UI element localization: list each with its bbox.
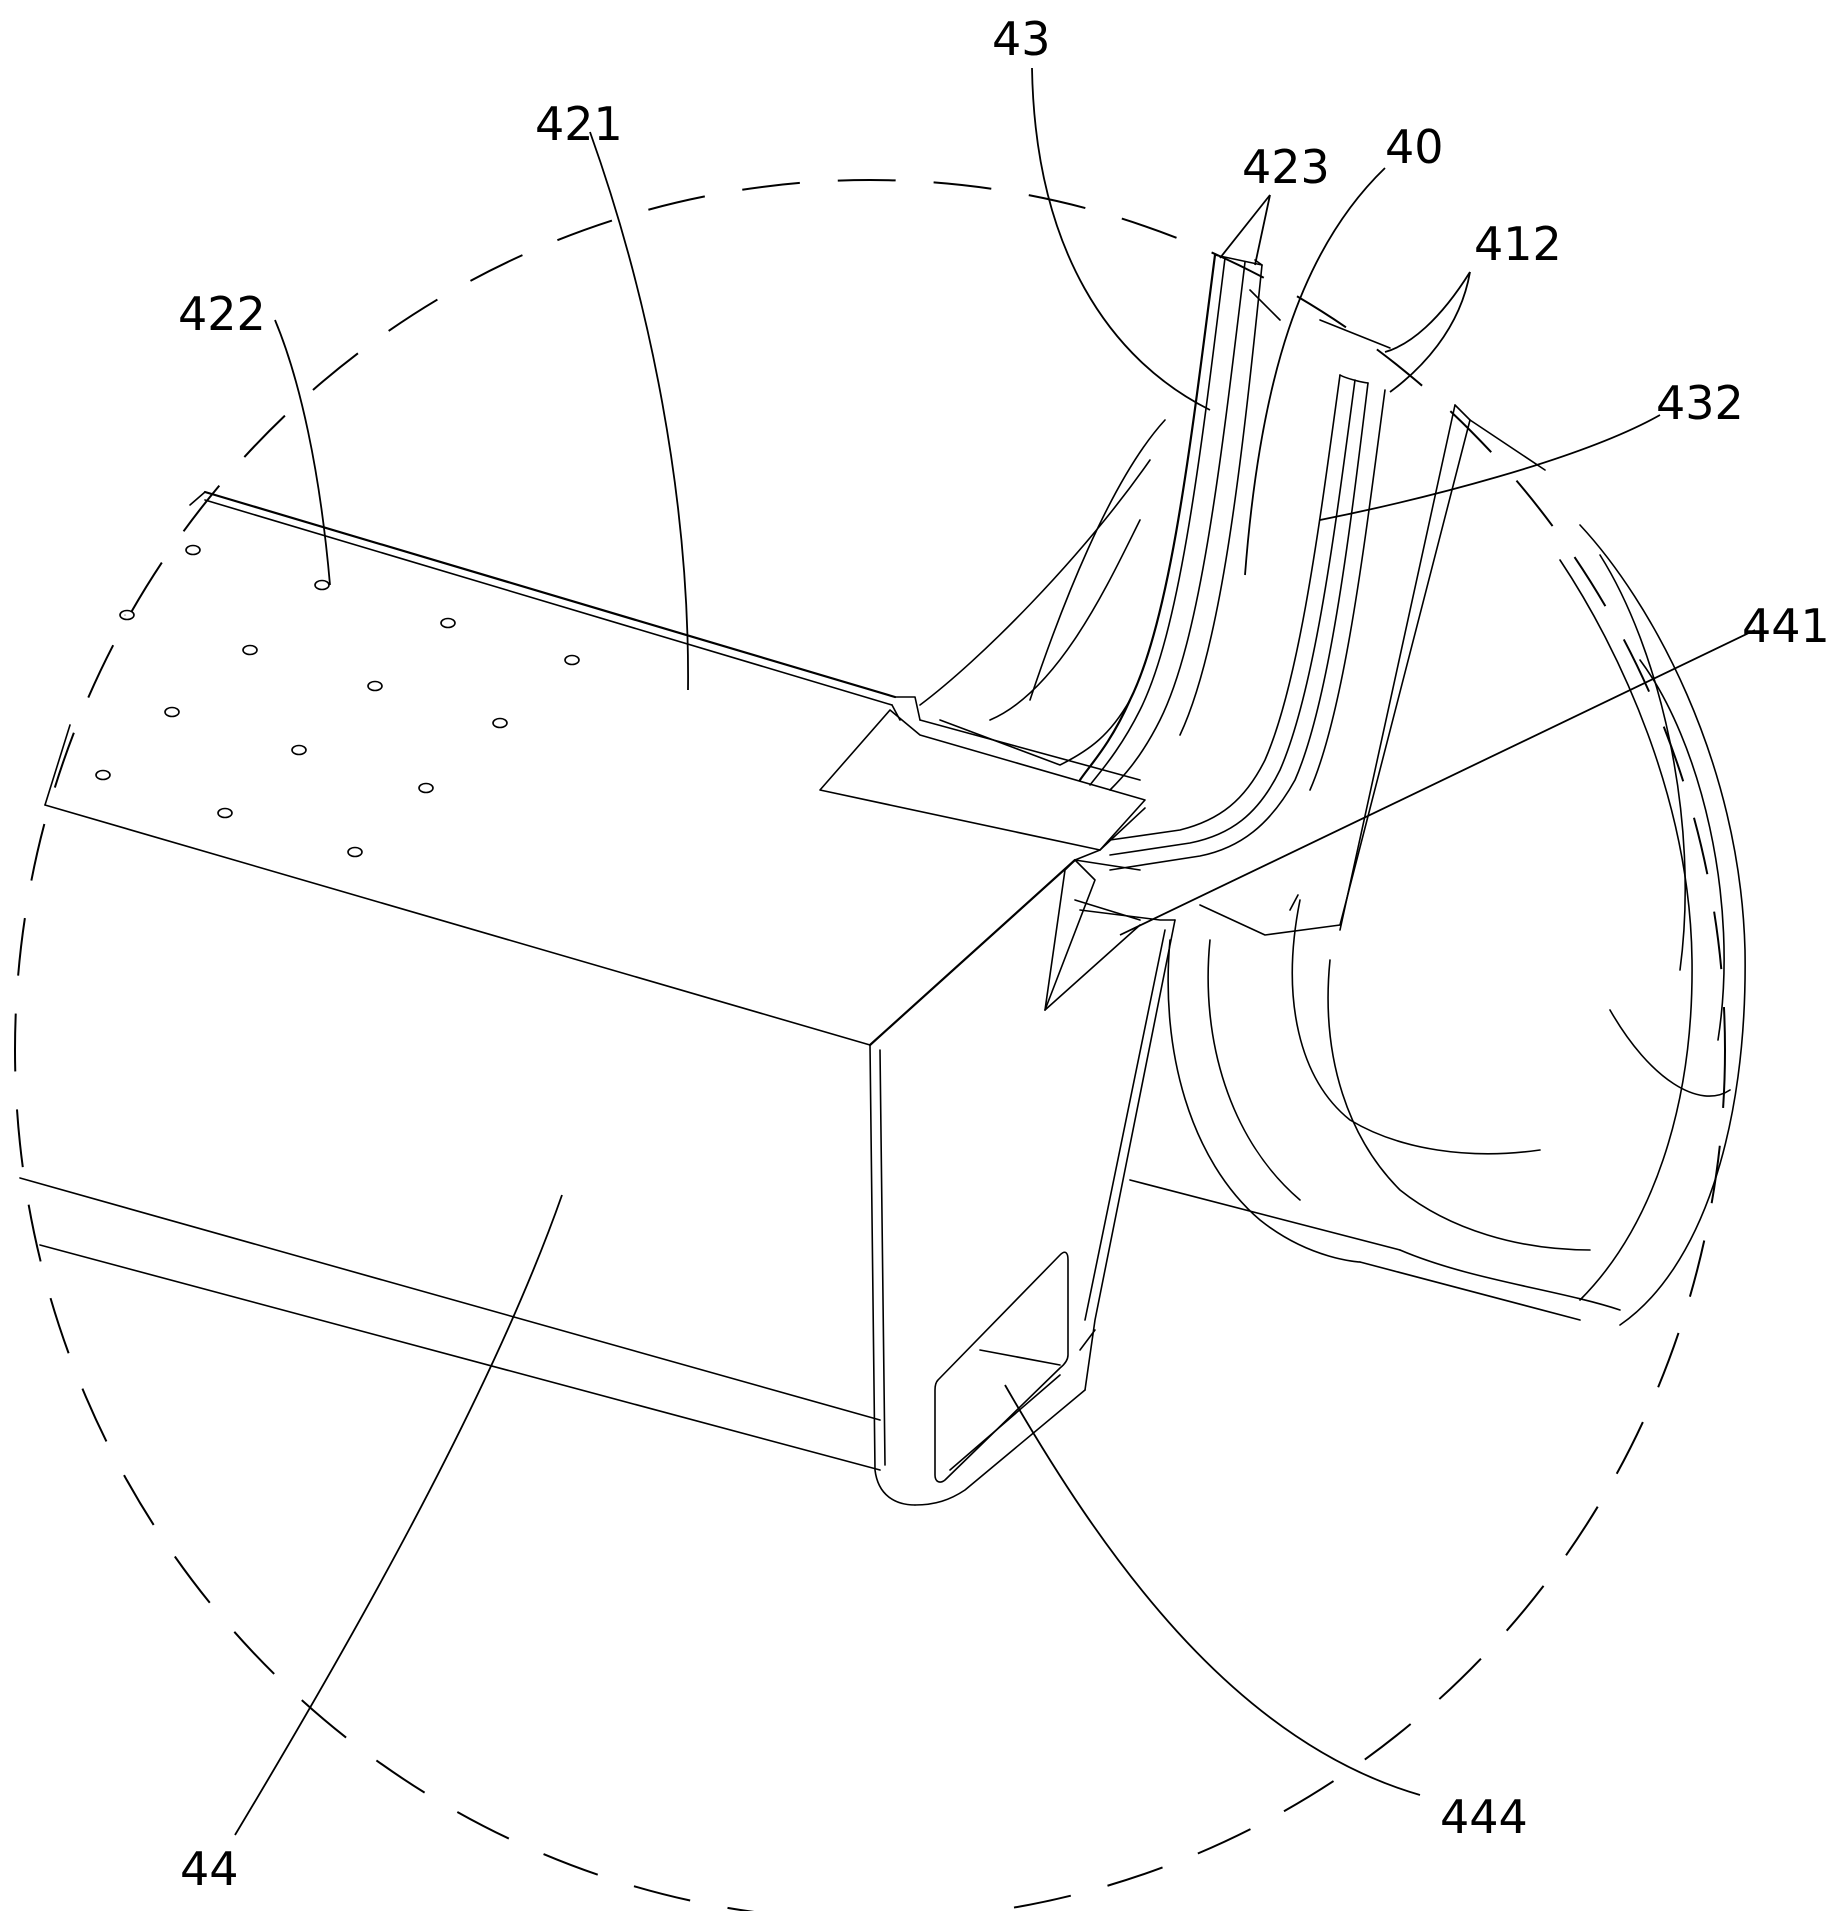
detail-boundary-circle: [14, 179, 1726, 1911]
opening-444: [934, 1251, 1069, 1483]
top-plate-421: [44, 490, 1146, 1046]
leader-421: [589, 131, 689, 691]
label-444: 444: [1440, 1790, 1528, 1844]
label-44: 44: [180, 1842, 239, 1896]
leader-432: [1319, 414, 1661, 521]
leader-44: [234, 1194, 563, 1836]
label-412: 412: [1474, 217, 1562, 271]
leader-441: [1119, 629, 1756, 936]
leader-412-b: [1389, 271, 1471, 393]
leader-444: [1004, 1384, 1421, 1796]
box-44: [19, 858, 1176, 1506]
leader-422: [274, 319, 331, 586]
label-422: 422: [178, 287, 266, 341]
label-432: 432: [1656, 376, 1744, 430]
label-423: 423: [1242, 140, 1330, 194]
side-panel-432: [1199, 404, 1546, 936]
leader-412-a: [1384, 271, 1471, 353]
label-40: 40: [1385, 120, 1444, 174]
label-441: 441: [1742, 599, 1830, 653]
leader-423-a: [1219, 194, 1271, 259]
leader-lines: [234, 67, 1756, 1836]
label-421: 421: [535, 97, 623, 151]
mounting-holes-422: [95, 544, 580, 858]
reference-labels: 43 421 423 40 412 432 422 441 44 444: [178, 12, 1830, 1896]
curved-channel: [919, 253, 1391, 871]
leader-43: [1031, 67, 1211, 411]
wheel: [1129, 524, 1746, 1326]
leader-423-b: [1254, 194, 1271, 266]
leader-40: [1244, 167, 1386, 576]
label-43: 43: [992, 12, 1051, 66]
